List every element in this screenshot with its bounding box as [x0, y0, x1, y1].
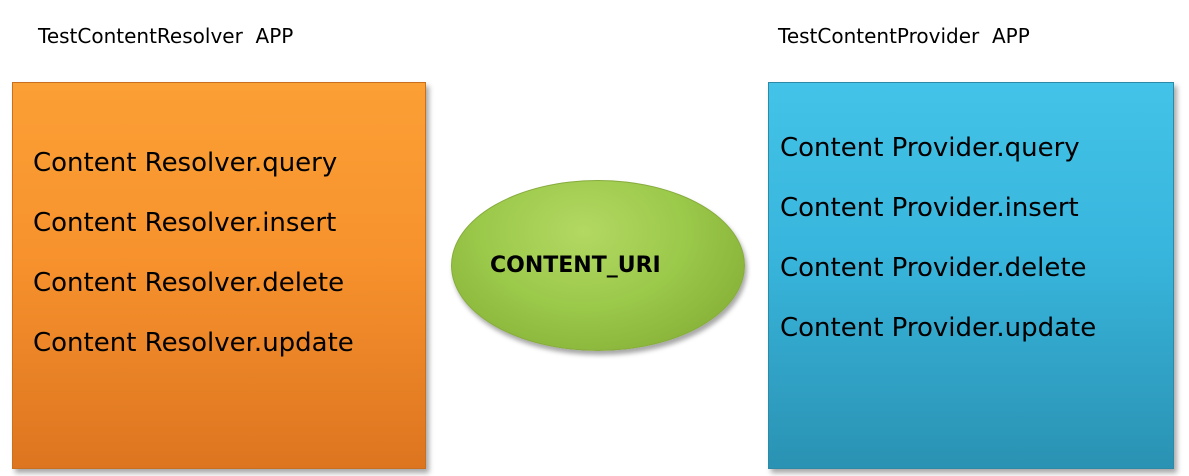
resolver-method-list: Content Resolver.query Content Resolver.…: [33, 145, 354, 385]
content-uri-label: CONTENT_URI: [490, 253, 661, 278]
provider-method-update: Content Provider.update: [780, 313, 1097, 343]
resolver-method-update: Content Resolver.update: [33, 328, 354, 358]
content-uri-node: CONTENT_URI: [451, 180, 745, 351]
provider-method-list: Content Provider.query Content Provider.…: [780, 130, 1096, 370]
provider-app-box: Content Provider.query Content Provider.…: [768, 82, 1174, 469]
provider-method-query: Content Provider.query: [780, 133, 1080, 163]
resolver-method-delete: Content Resolver.delete: [33, 268, 345, 298]
provider-method-insert: Content Provider.insert: [780, 193, 1079, 223]
resolver-app-box: Content Resolver.query Content Resolver.…: [12, 82, 426, 469]
provider-method-delete: Content Provider.delete: [780, 253, 1087, 283]
resolver-method-query: Content Resolver.query: [33, 148, 338, 178]
resolver-method-insert: Content Resolver.insert: [33, 208, 337, 238]
resolver-app-title: TestContentResolver APP: [38, 24, 294, 48]
provider-app-title: TestContentProvider APP: [778, 24, 1030, 48]
